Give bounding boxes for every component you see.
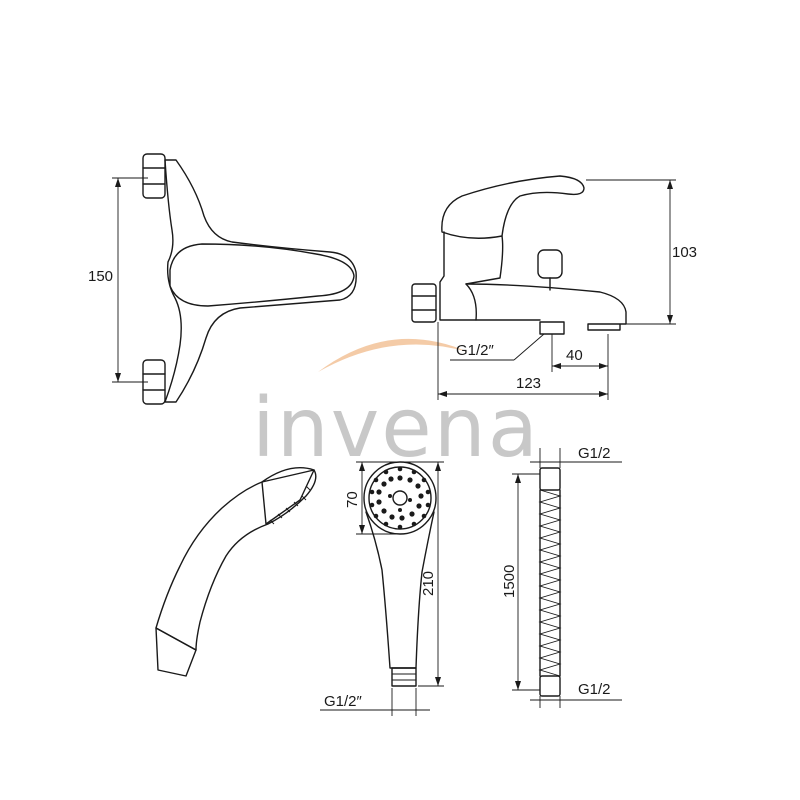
faucet-front-lever (169, 243, 355, 307)
shower-center-hole (392, 490, 408, 506)
thread-leader-diag (513, 333, 545, 361)
hand-shower-perspective (155, 467, 317, 677)
faucet-side-body (439, 231, 504, 321)
shower-face-outer (363, 461, 437, 535)
dim-40-label: 40 (566, 347, 583, 364)
shower-perspective-outline (155, 467, 317, 651)
shower-hose: 1500 G1/2 G1/2 (501, 445, 622, 708)
shower-handle-connector (391, 667, 417, 687)
hose-coil (538, 489, 562, 677)
hose-bottom-fitting (539, 675, 561, 697)
faucet-side-spout (465, 283, 627, 331)
top-connector-nut (142, 153, 166, 199)
dim-123-label: 123 (516, 375, 541, 392)
dim-103-label: 103 (672, 244, 697, 261)
watermark-brand-text: invena (252, 381, 540, 476)
watermark-swoosh (318, 338, 468, 372)
hose-top-thread-label: G1/2 (578, 445, 611, 462)
faucet-thread-label: G1/2″ (456, 342, 495, 359)
spout-outlet (539, 321, 565, 335)
dim-70-arrows (359, 462, 365, 534)
shower-nozzle-holes (369, 466, 431, 530)
hand-shower-front: 70 210 G1/2″ (320, 461, 444, 716)
shower-thread-label: G1/2″ (324, 693, 363, 710)
shower-head-face (261, 469, 315, 525)
shower-head-nozzles (269, 485, 311, 525)
hose-bottom-thread-label: G1/2 (578, 681, 611, 698)
diverter-knob (537, 249, 563, 279)
dim-150-label: 150 (88, 268, 113, 285)
faucet-side-handle (441, 175, 585, 239)
dim-70-label: 70 (344, 491, 361, 508)
side-inlet-nut (411, 283, 437, 323)
faucet-side-view: 103 G1/2″ 40 123 (411, 175, 697, 400)
faucet-front-body (164, 159, 357, 403)
dim-210-label: 210 (420, 571, 437, 596)
dim-1500-label: 1500 (501, 565, 518, 598)
faucet-front-view: 150 (88, 153, 357, 405)
shower-holder (155, 627, 197, 677)
hose-top-fitting (539, 467, 561, 491)
brand-watermark: invena (252, 338, 540, 476)
